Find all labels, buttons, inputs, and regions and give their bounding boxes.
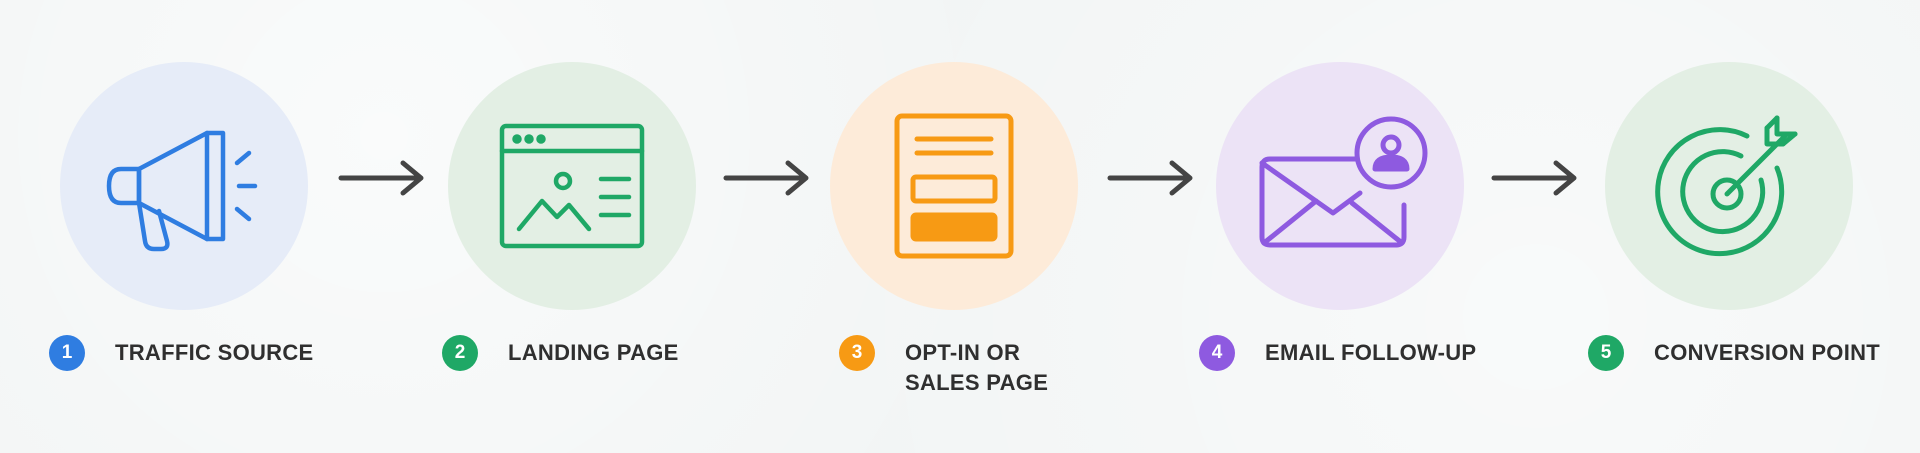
target-icon [1655, 115, 1798, 257]
megaphone-icon [106, 130, 258, 252]
step-2-number-badge: 2 [442, 335, 478, 371]
step-3-circle [830, 62, 1078, 310]
arrow-right-icon-1 [338, 160, 424, 196]
step-5-title: CONVERSION POINT [1654, 338, 1880, 368]
arrow-right-icon-2 [723, 160, 809, 196]
step-2-circle [448, 62, 696, 310]
step-4-circle [1216, 62, 1464, 310]
step-2-label: 2 LANDING PAGE [442, 335, 679, 371]
step-2-title-line-1: LANDING PAGE [508, 340, 679, 365]
step-1-title: TRAFFIC SOURCE [115, 338, 314, 368]
step-3-title-line-2: SALES PAGE [905, 370, 1049, 395]
email-user-icon [1259, 116, 1428, 248]
arrow-right-icon-3 [1107, 160, 1193, 196]
step-3-title-line-1: OPT-IN OR [905, 340, 1021, 365]
step-3-label: 3 OPT-IN OR SALES PAGE [839, 335, 1048, 398]
step-4-label: 4 EMAIL FOLLOW-UP [1199, 335, 1476, 371]
step-1-title-line-1: TRAFFIC SOURCE [115, 340, 314, 365]
step-4-title: EMAIL FOLLOW-UP [1265, 338, 1476, 368]
step-4-number-badge: 4 [1199, 335, 1235, 371]
step-3-number-badge: 3 [839, 335, 875, 371]
step-5-title-line-1: CONVERSION POINT [1654, 340, 1881, 365]
opt-in-form-icon [894, 113, 1014, 259]
landing-page-window-icon [499, 123, 645, 249]
step-5-number-badge: 5 [1588, 335, 1624, 371]
step-4-title-line-1: EMAIL FOLLOW-UP [1265, 340, 1477, 365]
step-2-title: LANDING PAGE [508, 338, 679, 368]
step-5-label: 5 CONVERSION POINT [1588, 335, 1880, 371]
arrow-right-icon-4 [1491, 160, 1577, 196]
step-3-title: OPT-IN OR SALES PAGE [905, 338, 1048, 398]
step-5-circle [1605, 62, 1853, 310]
step-1-label: 1 TRAFFIC SOURCE [49, 335, 314, 371]
step-1-number-badge: 1 [49, 335, 85, 371]
step-1-circle [60, 62, 308, 310]
